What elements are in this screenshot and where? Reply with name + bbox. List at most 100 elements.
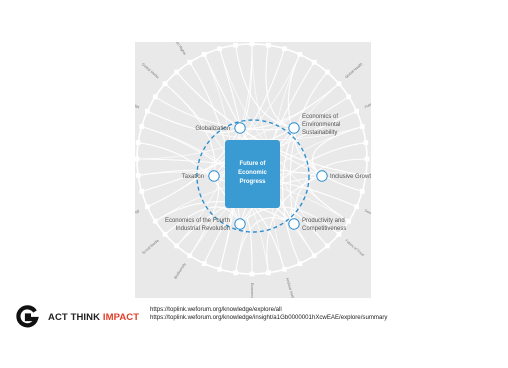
connection-line — [265, 45, 295, 129]
ring-node — [162, 231, 168, 237]
ring-node — [174, 69, 180, 75]
fourth-revolution-label: Industrial Revolution — [176, 226, 230, 232]
ring-topic-label: Biodiversity — [173, 262, 186, 280]
ring-node — [282, 266, 287, 272]
connection-line — [308, 175, 349, 222]
ring-topic-label: Human Rights — [171, 42, 187, 56]
connection-line — [239, 206, 340, 235]
productivity-node — [288, 218, 300, 230]
ring-node — [217, 46, 222, 52]
ring-node — [233, 42, 238, 48]
connection-line — [138, 142, 241, 225]
ring-node — [324, 69, 330, 75]
ring-topic-label: Information Technology — [135, 209, 140, 228]
ring-topic-label: Public Finance and Social Protection — [364, 81, 371, 109]
ring-node — [266, 270, 271, 276]
fourth-revolution-node — [234, 218, 246, 230]
inclusive-label: Inclusive Growth — [330, 174, 371, 180]
ring-node — [359, 124, 365, 129]
ring-node — [354, 108, 359, 114]
ring-topic-label: Global Media — [141, 62, 160, 79]
source-link-insight-summary[interactable]: https://toplink.weforum.org/knowledge/in… — [150, 314, 388, 321]
ring-node — [266, 42, 271, 48]
environmental-node — [288, 122, 300, 134]
ring-node — [187, 253, 193, 259]
ring-topic-label: Future of Food — [344, 239, 364, 257]
inclusive-node — [316, 170, 328, 182]
center-label-line: Future of — [240, 161, 267, 167]
ring-node — [363, 173, 369, 178]
ring-node — [201, 52, 207, 57]
connection-line — [164, 206, 241, 235]
ring-node — [174, 243, 180, 249]
taxation-label: Taxation — [182, 174, 204, 180]
connection-line — [266, 175, 323, 273]
connection-line — [293, 127, 363, 192]
ring-node — [297, 52, 303, 57]
ring-node — [152, 218, 158, 224]
connection-line — [293, 158, 368, 225]
taxation-node — [208, 170, 220, 182]
ring-node — [336, 81, 342, 87]
ring-topic-label: Artificial Intelligence and Robotics — [285, 277, 304, 298]
ring-node — [249, 271, 255, 277]
connection-line — [282, 127, 301, 264]
connection-line — [213, 175, 285, 270]
ring-node — [162, 81, 168, 87]
environmental-label: Environmental — [302, 122, 340, 128]
connection-line — [136, 158, 323, 177]
ring-node — [249, 42, 255, 47]
ring-node — [217, 266, 222, 272]
ring-node — [282, 46, 287, 52]
g-mark-icon — [16, 305, 39, 328]
ring-node — [139, 189, 145, 194]
center-box — [225, 140, 280, 208]
ring-node — [363, 140, 369, 145]
ring-node — [364, 156, 370, 162]
fourth-revolution-label: Economics of the Fourth — [165, 218, 230, 224]
environmental-label: Sustainability — [302, 130, 337, 136]
connection-line — [213, 48, 285, 177]
ring-node — [311, 253, 317, 259]
ring-node — [135, 140, 141, 145]
productivity-label: Productivity and — [302, 218, 345, 224]
ring-node — [233, 270, 238, 276]
ring-node — [359, 189, 365, 194]
connection-line — [147, 110, 363, 141]
logo-text: ACT THINK IMPACT — [48, 312, 139, 323]
ring-node — [336, 231, 342, 237]
connection-line — [235, 45, 295, 129]
connection-line — [155, 96, 295, 131]
logo-word-impact: IMPACT — [102, 312, 140, 323]
ring-node — [324, 243, 330, 249]
ring-topic-label: Social Media — [141, 239, 159, 255]
ring-node — [297, 261, 303, 266]
globalization-label: Globalization — [195, 126, 230, 132]
logo-word-act-think: ACT THINK — [48, 312, 101, 323]
center-label-line: Economic — [238, 170, 267, 176]
environmental-label: Economics of — [302, 114, 338, 120]
ring-node — [354, 204, 359, 210]
productivity-label: Competitiveness — [302, 226, 346, 232]
ring-node — [135, 173, 141, 178]
center-label-line: Progress — [239, 179, 266, 185]
ring-node — [311, 59, 317, 65]
ring-node — [145, 204, 150, 210]
globalization-node — [234, 122, 246, 134]
ring-node — [201, 261, 207, 266]
ring-node — [135, 156, 140, 162]
connection-line — [155, 201, 295, 225]
ring-node — [139, 124, 145, 129]
source-links: https://toplink.weforum.org/knowledge/ex… — [150, 306, 387, 322]
dashed-ring — [196, 119, 310, 233]
ring-node — [346, 218, 352, 224]
ring-topic-label: Economic Growth — [250, 283, 254, 298]
source-link-explore-all[interactable]: https://toplink.weforum.org/knowledge/ex… — [150, 306, 282, 313]
ring-node — [152, 94, 158, 100]
ring-node — [187, 59, 193, 65]
ring-node — [346, 94, 352, 100]
ring-topic-label: Internet of Things — [135, 94, 140, 109]
